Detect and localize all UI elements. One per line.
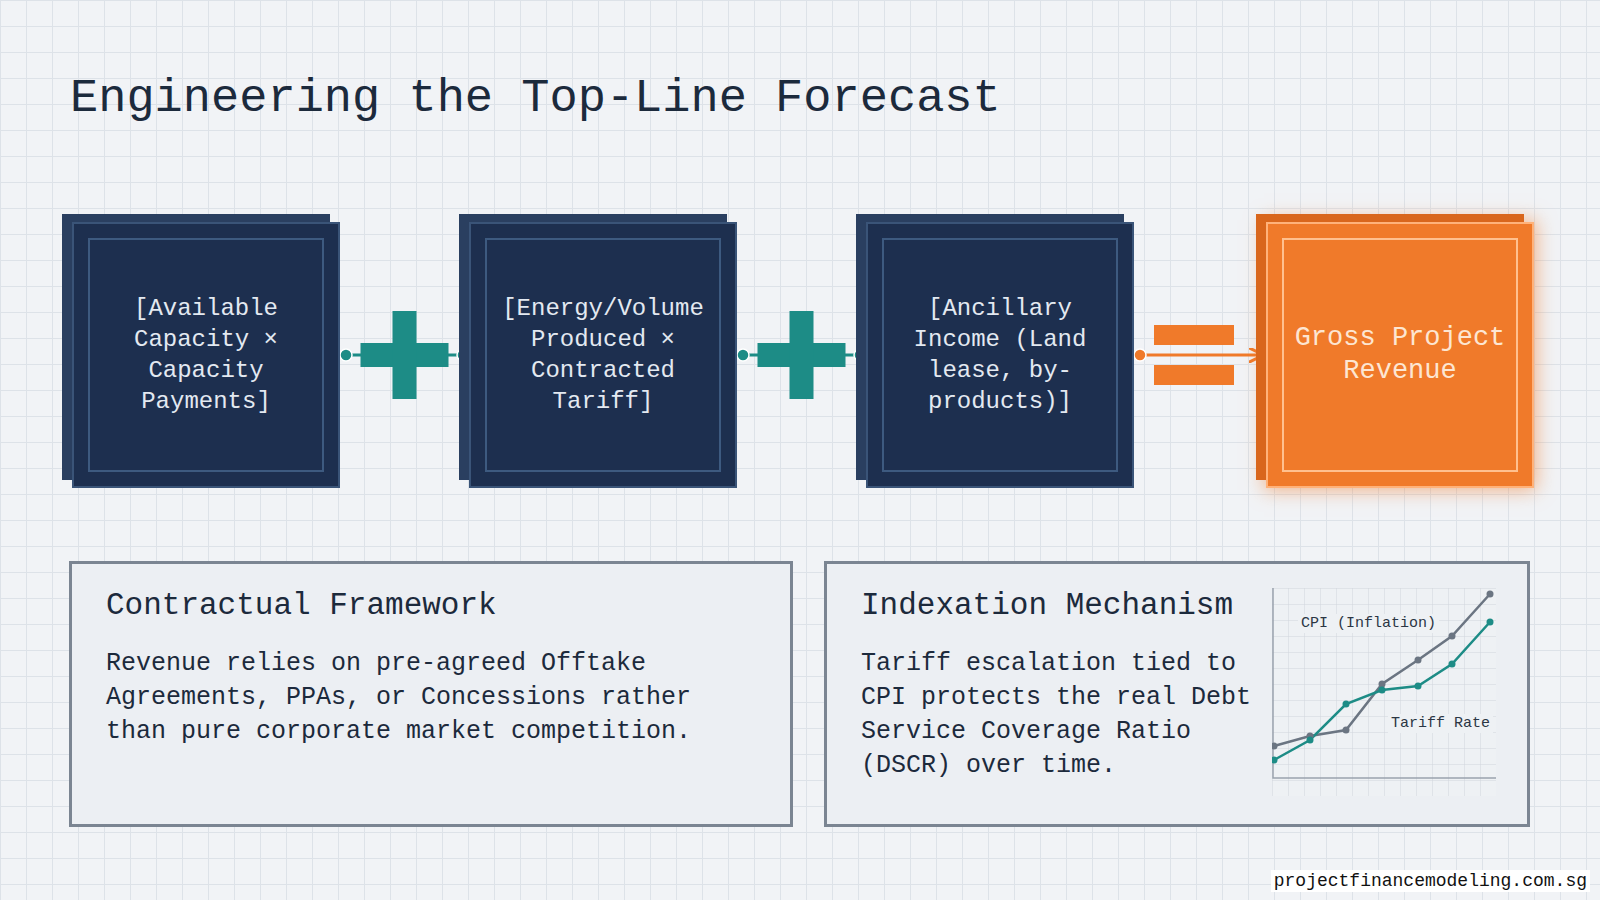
connector: [1138, 354, 1262, 357]
page-title: Engineering the Top-Line Forecast: [70, 72, 1001, 125]
panel-body: Revenue relies on pre-agreed Offtake Agr…: [106, 647, 756, 749]
chart-series-label: CPI (Inflation): [1298, 614, 1439, 633]
connector-dot: [854, 349, 866, 361]
ancillary-box: [Ancillary Income (Land lease, by-produc…: [866, 222, 1134, 488]
box-label: [Ancillary Income (Land lease, by-produc…: [890, 293, 1110, 417]
connector-dot: [340, 349, 352, 361]
plus-sign: [758, 311, 846, 399]
box-label: [Energy/Volume Produced × Contracted Tar…: [493, 293, 713, 417]
chart-series-label: Tariff Rate: [1388, 714, 1493, 733]
connector-dot: [457, 349, 469, 361]
info-panel: Contractual FrameworkRevenue relies on p…: [69, 561, 793, 827]
revenue-box: Gross Project Revenue: [1266, 222, 1534, 488]
box-label: [Available Capacity × Capacity Payments]: [96, 293, 316, 417]
panel-heading: Contractual Framework: [106, 588, 756, 623]
panel-body: Tariff escalation tied to CPI protects t…: [861, 647, 1261, 783]
energy-box: [Energy/Volume Produced × Contracted Tar…: [469, 222, 737, 488]
plus-sign: [361, 311, 449, 399]
connector-dot: [1134, 349, 1146, 361]
capacity-box: [Available Capacity × Capacity Payments]: [72, 222, 340, 488]
connector-dot: [737, 349, 749, 361]
box-label: Gross Project Revenue: [1290, 322, 1510, 388]
equals-sign: [1154, 325, 1234, 385]
watermark: projectfinancemodeling.com.sg: [1271, 870, 1590, 892]
